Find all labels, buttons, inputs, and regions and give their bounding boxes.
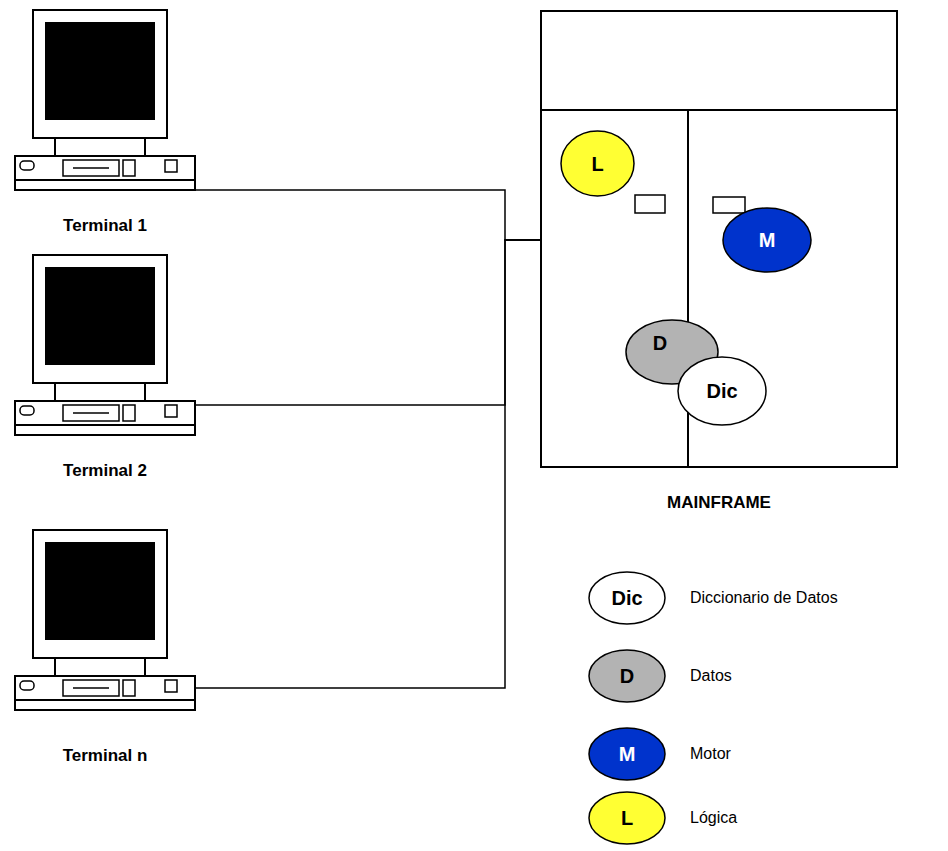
terminal-node: Terminal 1 <box>15 10 195 238</box>
circle-shape <box>678 357 766 425</box>
network-line <box>195 240 540 688</box>
port-tab <box>635 195 665 213</box>
computer-icon <box>15 255 195 435</box>
legend-swatch <box>589 650 665 702</box>
legend-text: Datos <box>690 667 732 685</box>
circle-shape <box>561 131 634 196</box>
legend-swatch <box>589 572 665 624</box>
module-circle: Dic <box>677 356 767 426</box>
computer-icon <box>15 530 195 710</box>
network-line <box>195 190 540 240</box>
terminal-label: Terminal 1 <box>63 216 147 236</box>
legend-letter: D <box>620 665 634 688</box>
legend-row: M Motor <box>588 727 928 781</box>
circle-shape <box>723 208 811 272</box>
legend-text: Lógica <box>690 809 737 827</box>
terminal-node: Terminal n <box>15 530 195 768</box>
terminal-node: Terminal 2 <box>15 255 195 483</box>
module-circle: M <box>722 207 812 273</box>
mainframe-box: MAINFRAME L M D Dic <box>540 10 898 515</box>
legend-swatch <box>589 792 665 844</box>
legend-row: Dic Diccionario de Datos <box>588 571 928 625</box>
port-tab <box>713 197 745 213</box>
terminal-label: Terminal n <box>63 746 148 766</box>
legend-text: Motor <box>690 745 731 763</box>
computer-icon <box>15 10 195 190</box>
top-divider <box>541 109 897 111</box>
network-line <box>195 240 540 405</box>
mainframe-label: MAINFRAME <box>667 493 771 513</box>
legend-letter: L <box>621 807 633 830</box>
mainframe-outline <box>540 10 898 515</box>
legend-letter: M <box>619 743 636 766</box>
housing-rect <box>541 11 897 467</box>
legend-row: D Datos <box>588 649 928 703</box>
circle-letter: Dic <box>706 380 737 403</box>
legend-text: Diccionario de Datos <box>690 589 838 607</box>
legend-letter: Dic <box>611 587 642 610</box>
circle-letter: M <box>759 229 776 252</box>
legend-swatch <box>589 728 665 780</box>
module-circle: L <box>560 130 635 197</box>
circle-letter: L <box>591 152 603 175</box>
circle-letter: D <box>653 332 667 355</box>
legend-row: L Lógica <box>588 791 928 845</box>
terminal-label: Terminal 2 <box>63 461 147 481</box>
